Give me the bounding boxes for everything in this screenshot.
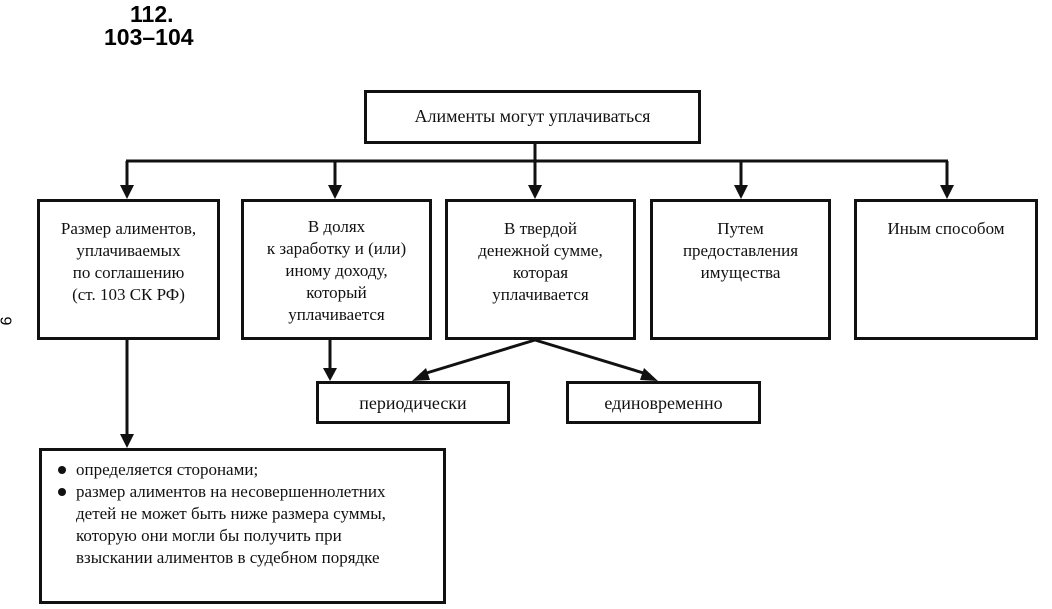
method-text: по соглашению — [72, 263, 185, 282]
arrowhead-lump-sum — [640, 368, 658, 381]
method-text: (ст. 103 СК РФ) — [72, 285, 185, 304]
periodic-box: периодически — [316, 381, 510, 424]
arrowhead-periodic-left — [323, 368, 337, 381]
method-text: который — [306, 283, 367, 302]
method-text: имущества — [700, 263, 781, 282]
agreement-details-list: определяется сторонами; размер алиментов… — [56, 459, 435, 569]
root-label: Алименты могут уплачиваться — [414, 106, 651, 126]
bullet-icon — [58, 466, 66, 474]
lump-sum-label: единовременно — [604, 393, 723, 413]
periodic-label: периодически — [359, 393, 467, 413]
arrowhead-3 — [528, 185, 542, 199]
method-box-share: В долях к заработку и (или) иному доходу… — [241, 199, 432, 340]
method-text: к заработку и (или) — [266, 239, 407, 258]
method-text: Иным способом — [887, 219, 1005, 238]
method-text: Путем — [717, 219, 764, 238]
list-item-text: определяется сторонами; — [76, 460, 259, 479]
fixed-to-lump-line — [534, 338, 651, 377]
arrowhead-agreement-details — [120, 434, 134, 448]
method-text: Размер алиментов, — [60, 219, 197, 238]
arrowhead-1 — [120, 185, 134, 199]
method-text: В долях — [307, 217, 366, 236]
arrowhead-5 — [940, 185, 954, 199]
method-text: денежной сумме, — [478, 241, 603, 260]
bullet-icon — [58, 488, 66, 496]
method-text: В твердой — [503, 219, 577, 238]
method-box-other: Иным способом — [854, 199, 1038, 340]
method-box-agreement: Размер алиментов, уплачиваемых по соглаш… — [37, 199, 220, 340]
page-range: 103–104 — [104, 24, 194, 50]
lump-sum-box: единовременно — [566, 381, 761, 424]
task-number: 112. — [130, 1, 174, 27]
method-text: уплачивается — [492, 285, 589, 304]
list-item-text: размер алиментов на несовершеннолетних д… — [76, 482, 386, 567]
arrowhead-4 — [734, 185, 748, 199]
list-item: определяется сторонами; — [56, 459, 435, 481]
fixed-to-periodic-line — [419, 338, 536, 377]
arrowhead-periodic — [412, 368, 430, 381]
agreement-details-box: определяется сторонами; размер алиментов… — [39, 448, 446, 604]
method-text: иному доходу, — [285, 261, 388, 280]
method-box-property: Путем предоставления имущества — [650, 199, 831, 340]
root-box: Алименты могут уплачиваться — [364, 90, 701, 144]
method-text: которая — [512, 263, 569, 282]
method-text: предоставления — [682, 241, 799, 260]
list-item: размер алиментов на несовершеннолетних д… — [56, 481, 435, 569]
method-text: уплачиваемых — [76, 241, 181, 260]
method-text: уплачивается — [288, 305, 385, 324]
method-box-fixed-sum: В твердой денежной сумме, которая уплачи… — [445, 199, 636, 340]
arrowhead-2 — [328, 185, 342, 199]
